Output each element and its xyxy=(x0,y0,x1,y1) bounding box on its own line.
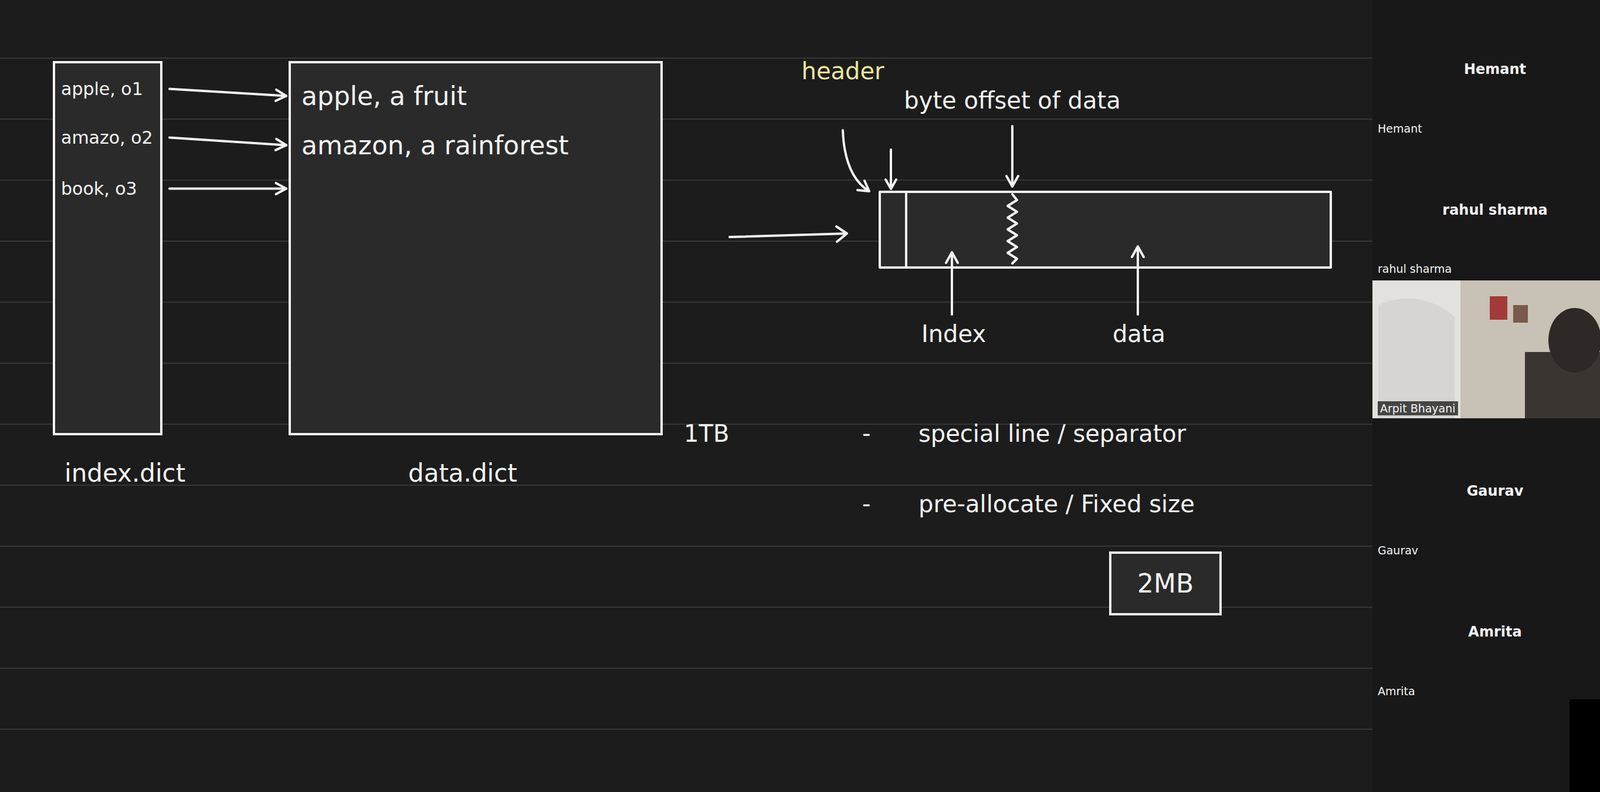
participant-tag: Amrita xyxy=(1377,684,1416,698)
option-note: pre-allocate / Fixed size xyxy=(918,490,1195,518)
entry-text: apple, o1 xyxy=(60,78,144,100)
data-entry: apple, a fruit xyxy=(301,80,467,111)
data-entry: amazon, a rainforest xyxy=(301,130,569,161)
header-label: header xyxy=(801,57,885,85)
index-entry: apple, o1 xyxy=(60,78,144,100)
file-block xyxy=(879,191,1331,268)
index-entry: amazo, o2 xyxy=(60,127,154,148)
offset-pointer xyxy=(1006,126,1019,187)
participant-name: Gaurav xyxy=(1466,482,1524,500)
bullet-dash: - xyxy=(862,490,871,518)
participant-tag: Gaurav xyxy=(1377,543,1419,557)
connector-stroke xyxy=(276,89,287,97)
transform-arrow xyxy=(729,226,847,242)
connector-stroke xyxy=(275,145,287,151)
participant-tag: rahul sharma xyxy=(1377,262,1452,276)
header-pointer xyxy=(842,130,870,192)
data-file-box: data.dictapple, a fruitamazon, a rainfor… xyxy=(288,60,663,436)
data-pointer xyxy=(1131,246,1144,315)
participant-tag: Hemant xyxy=(1377,121,1423,135)
pointer-arrow xyxy=(169,89,287,102)
connector-stroke xyxy=(275,188,287,195)
entry-text: amazo, o2 xyxy=(60,127,154,148)
connector-stroke xyxy=(275,96,287,102)
header-divider xyxy=(904,191,908,268)
participant-name: Amrita xyxy=(1468,623,1522,640)
file-name: data.dict xyxy=(408,458,518,488)
video-tile xyxy=(1372,280,1600,419)
panel-edge xyxy=(1569,699,1600,792)
entry-text: book, o3 xyxy=(60,178,138,199)
index-entry: book, o3 xyxy=(60,178,138,199)
data-label: data xyxy=(1112,320,1166,348)
bullet-dash: - xyxy=(862,419,871,447)
ruled-lines xyxy=(0,58,1373,730)
file-name: index.dict xyxy=(64,458,186,488)
participant-name: rahul sharma xyxy=(1442,201,1548,219)
participant-panel xyxy=(1372,0,1600,792)
entry-text: apple, a fruit xyxy=(301,80,467,111)
index-pointer xyxy=(946,252,958,315)
index-label: Index xyxy=(921,320,986,348)
pointer-arrow xyxy=(169,182,287,195)
participant-tag: Arpit Bhayani xyxy=(1377,401,1459,416)
entry-text: amazon, a rainforest xyxy=(301,130,569,161)
option-note: special line / separator xyxy=(918,419,1186,447)
participant-name: Hemant xyxy=(1463,60,1527,78)
header-marker xyxy=(885,149,897,189)
connector-stroke xyxy=(169,137,287,146)
connector-stroke xyxy=(276,139,287,146)
file-layout-figure xyxy=(729,126,1331,315)
connector-stroke xyxy=(275,182,287,189)
offset-zigzag xyxy=(1007,194,1018,264)
connector-stroke xyxy=(169,89,287,97)
connector-stroke xyxy=(169,187,287,191)
size-note: 1TB xyxy=(683,419,730,447)
size-box: 2MB xyxy=(1109,551,1222,616)
index-file-box: index.dictapple, o1amazo, o2book, o3 xyxy=(52,60,163,436)
offset-label: byte offset of data xyxy=(903,86,1121,114)
size-value: 2MB xyxy=(1137,568,1194,599)
pointer-arrow xyxy=(169,137,287,151)
